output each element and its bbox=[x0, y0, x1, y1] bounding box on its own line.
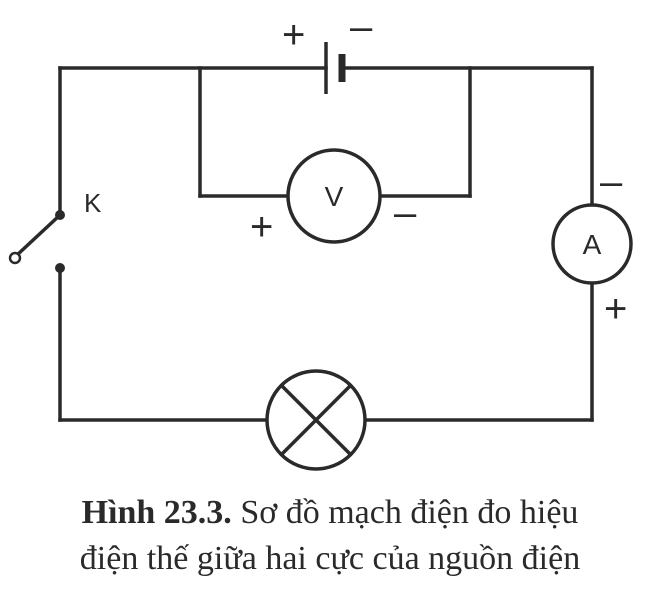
switch-label: K bbox=[84, 188, 102, 218]
ammeter-circle bbox=[551, 203, 633, 285]
caption-line-2: điện thế giữa hai cực của nguồn điện bbox=[0, 536, 660, 582]
caption-text-1: Sơ đồ mạch điện đo hiệu bbox=[240, 494, 579, 531]
ammeter-minus-sign: – bbox=[600, 160, 623, 204]
caption-label: Hình 23.3. bbox=[81, 494, 232, 531]
switch-k: K bbox=[8, 188, 102, 273]
battery-symbol: + – bbox=[282, 5, 373, 94]
switch-open-end bbox=[8, 251, 22, 265]
circuit-wires bbox=[58, 66, 594, 422]
voltmeter-circle bbox=[286, 148, 382, 244]
ammeter: A – + bbox=[551, 160, 633, 331]
battery-minus-sign: – bbox=[350, 5, 373, 49]
ammeter-plus-sign: + bbox=[604, 287, 627, 331]
lamp-symbol bbox=[265, 369, 367, 471]
voltmeter: V + – bbox=[250, 148, 417, 249]
switch-contact-dot bbox=[55, 263, 65, 273]
switch-blade bbox=[15, 213, 62, 257]
lamp-cross-b bbox=[279, 383, 353, 457]
caption-text-2: điện thế giữa hai cực của nguồn điện bbox=[79, 540, 581, 577]
ammeter-label: A bbox=[583, 229, 602, 260]
voltmeter-label: V bbox=[325, 181, 344, 212]
figure-caption: Hình 23.3. Sơ đồ mạch điện đo hiệu điện … bbox=[0, 490, 660, 582]
voltmeter-plus-sign: + bbox=[250, 205, 273, 249]
circuit-diagram: + – V + – A – + K bbox=[8, 5, 633, 471]
voltmeter-minus-sign: – bbox=[394, 191, 417, 235]
battery-plus-sign: + bbox=[282, 13, 305, 57]
caption-line-1: Hình 23.3. Sơ đồ mạch điện đo hiệu bbox=[0, 490, 660, 536]
